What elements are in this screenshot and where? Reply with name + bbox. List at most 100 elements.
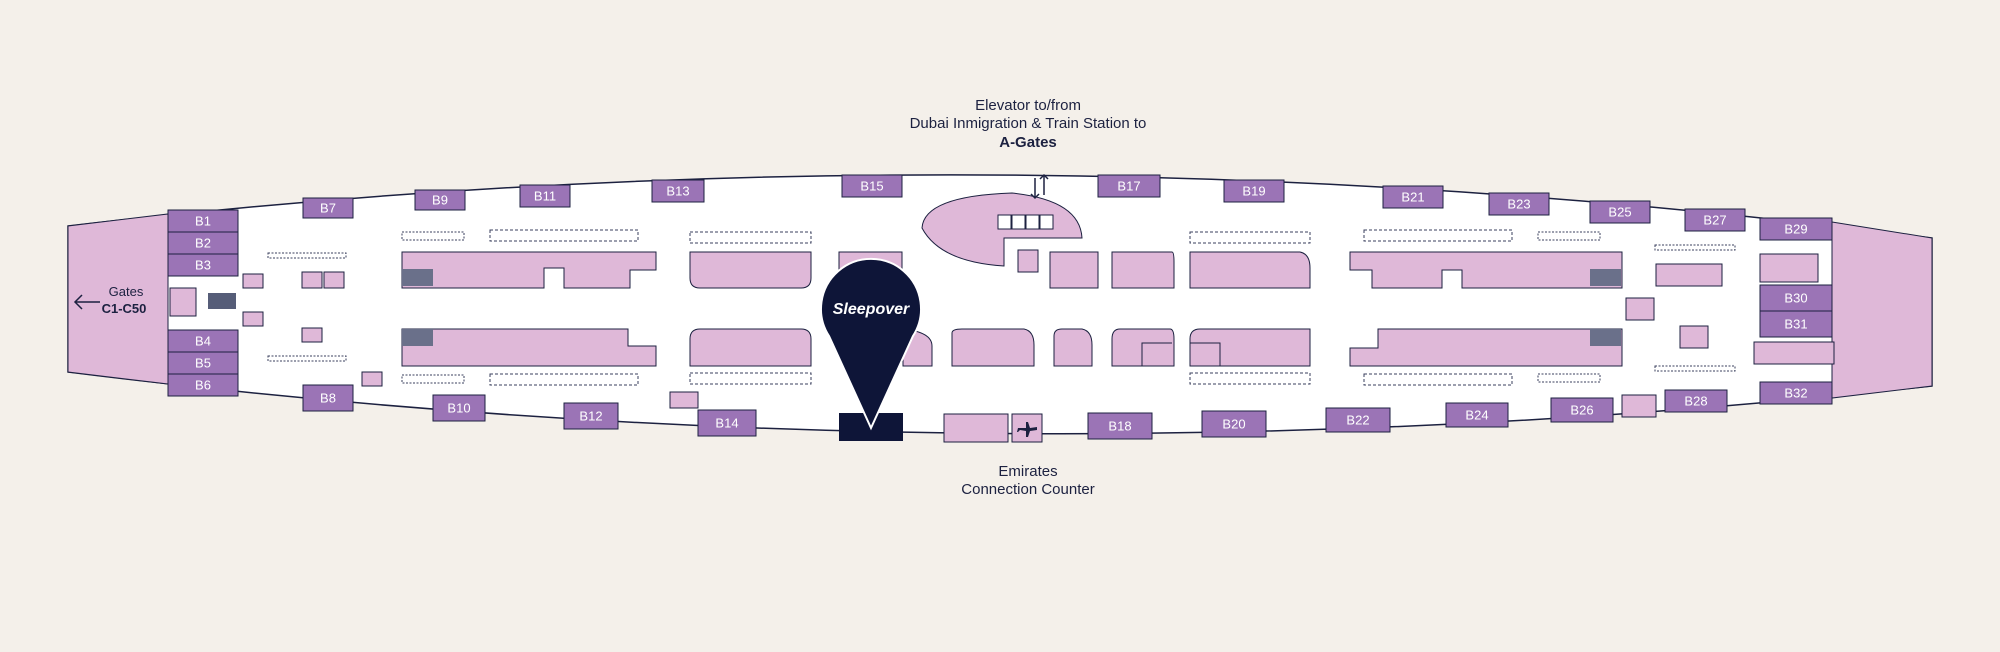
gate-b25[interactable] xyxy=(1589,200,1651,224)
gate-label: B10 xyxy=(447,401,470,416)
gate-b3[interactable] xyxy=(167,253,239,277)
gate-b31[interactable] xyxy=(1759,310,1833,338)
gate-b27[interactable] xyxy=(1684,208,1746,232)
gate-b29[interactable] xyxy=(1759,217,1833,241)
gate-label: B2 xyxy=(195,236,211,251)
arrow-left-icon xyxy=(73,294,100,310)
gate-b15[interactable] xyxy=(841,174,903,198)
gate-b32[interactable] xyxy=(1759,381,1833,405)
zone xyxy=(1049,251,1099,289)
gate-label: B1 xyxy=(195,214,211,229)
zone xyxy=(1621,394,1657,418)
gate-b28[interactable] xyxy=(1664,389,1728,413)
zone xyxy=(401,328,657,367)
gate-label: B18 xyxy=(1108,419,1131,434)
zone xyxy=(1017,249,1039,273)
gate-b12[interactable] xyxy=(563,402,619,430)
gate-b13[interactable] xyxy=(651,179,705,203)
gate-b6[interactable] xyxy=(167,373,239,397)
bottom-gates xyxy=(302,381,1833,440)
map-pin-icon[interactable] xyxy=(820,257,922,431)
gate-label: B20 xyxy=(1222,417,1245,432)
gate-label: B29 xyxy=(1784,222,1807,237)
elevator-label-destination[interactable]: A-Gates xyxy=(999,134,1057,151)
zone xyxy=(1349,328,1623,367)
partition xyxy=(1190,342,1221,366)
gate-b8[interactable] xyxy=(302,384,354,412)
gate-b11[interactable] xyxy=(519,184,571,208)
gate-b10[interactable] xyxy=(432,394,486,422)
top-gates xyxy=(302,174,1833,241)
gate-label: B22 xyxy=(1346,413,1369,428)
gate-label: B14 xyxy=(715,416,738,431)
gate-label: B25 xyxy=(1608,205,1631,220)
kiosk xyxy=(169,287,197,317)
gate-label: B19 xyxy=(1242,184,1265,199)
gate-label: B24 xyxy=(1465,408,1488,423)
zone xyxy=(301,327,323,343)
zone xyxy=(1053,328,1093,367)
up-down-arrows-icon xyxy=(1030,173,1049,200)
gate-b22[interactable] xyxy=(1325,407,1391,433)
zone xyxy=(689,328,812,367)
gate-label: B15 xyxy=(860,179,883,194)
gate-label: B5 xyxy=(195,356,211,371)
gate-label: B7 xyxy=(320,201,336,216)
gate-label: B23 xyxy=(1507,197,1530,212)
gate-b24[interactable] xyxy=(1445,402,1509,428)
zone xyxy=(242,311,264,327)
gate-label: B13 xyxy=(666,184,689,199)
gate-b20[interactable] xyxy=(1201,410,1267,438)
zone xyxy=(943,413,1009,443)
gate-b14[interactable] xyxy=(697,409,757,437)
gate-b7[interactable] xyxy=(302,197,354,219)
gate-label: B28 xyxy=(1684,394,1707,409)
stairs xyxy=(208,293,236,309)
zone xyxy=(323,271,345,289)
elevator-label-line1: Elevator to/from xyxy=(975,97,1081,114)
gate-b19[interactable] xyxy=(1223,179,1285,203)
zone xyxy=(361,371,383,387)
gate-label: B8 xyxy=(320,391,336,406)
gate-label: B17 xyxy=(1117,179,1140,194)
sleepover-brand: Sleepover xyxy=(833,301,910,318)
gate-label: B9 xyxy=(432,193,448,208)
zone xyxy=(242,273,264,289)
gate-b9[interactable] xyxy=(414,189,466,211)
gate-b23[interactable] xyxy=(1488,192,1550,216)
zone xyxy=(1655,263,1723,287)
gate-b26[interactable] xyxy=(1550,397,1614,423)
counter-label-line2: Connection Counter xyxy=(961,481,1094,498)
gates-label: Gates xyxy=(109,284,144,299)
zone xyxy=(301,271,323,289)
gate-label: B4 xyxy=(195,334,211,349)
zone xyxy=(669,391,699,409)
elevator-label-line2: Dubai Inmigration & Train Station to xyxy=(910,115,1147,132)
zone xyxy=(1111,251,1175,289)
gates-range[interactable]: C1-C50 xyxy=(102,301,147,316)
escalators xyxy=(402,269,1621,346)
zone xyxy=(951,328,1035,367)
left-gate-block xyxy=(167,209,239,397)
gate-label: B32 xyxy=(1784,386,1807,401)
zone xyxy=(1679,325,1709,349)
gate-label: B27 xyxy=(1703,213,1726,228)
gate-label: B30 xyxy=(1784,291,1807,306)
gate-label: B26 xyxy=(1570,403,1593,418)
gate-label: B11 xyxy=(534,189,556,204)
gate-b18[interactable] xyxy=(1087,412,1153,440)
zone xyxy=(1189,251,1311,289)
gate-b17[interactable] xyxy=(1097,174,1161,198)
zone xyxy=(1625,297,1655,321)
counter-row xyxy=(997,214,1054,230)
partition xyxy=(1141,342,1172,366)
gate-label: B3 xyxy=(195,258,211,273)
counter-label-line1: Emirates xyxy=(998,463,1057,480)
gate-b21[interactable] xyxy=(1382,185,1444,209)
east-wing xyxy=(1831,221,1933,399)
gate-label: B31 xyxy=(1784,317,1807,332)
zone xyxy=(1111,328,1175,367)
gate-b30[interactable] xyxy=(1759,284,1833,312)
gate-label: B21 xyxy=(1401,190,1424,205)
